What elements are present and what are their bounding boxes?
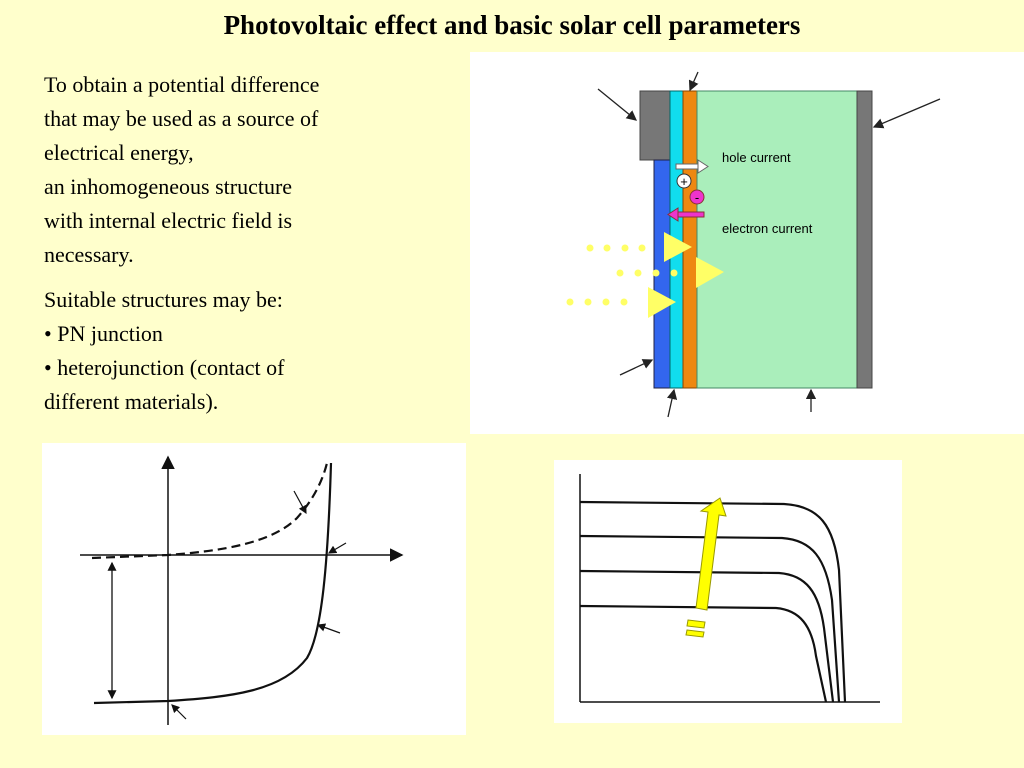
- hole-current-label: hole current: [722, 150, 791, 165]
- hole-carrier: [676, 173, 692, 189]
- pointer-arrow: [293, 490, 307, 515]
- bullet-item: • PN junction: [44, 321, 163, 346]
- pointer-arrow: [688, 71, 699, 92]
- solar-cell-diagram: hole current + - electron current: [470, 52, 1024, 434]
- text-line: Suitable structures may be:: [44, 287, 283, 312]
- pointer-arrow: [872, 98, 941, 129]
- page-title: Photovoltaic effect and basic solar cell…: [223, 10, 801, 40]
- body-text: To obtain a potential difference that ma…: [44, 68, 424, 419]
- pointer-arrow: [666, 388, 678, 418]
- dark-iv-curve: [91, 462, 329, 560]
- text-line: necessary.: [44, 242, 134, 267]
- top-contact: [639, 90, 671, 161]
- text-line: To obtain a potential difference: [44, 72, 320, 97]
- text-line: with internal electric field is: [44, 208, 293, 233]
- iv-curve-svg: [80, 455, 404, 725]
- pointer-arrow: [171, 704, 187, 720]
- pointer-arrow: [619, 359, 654, 376]
- bullet-item: • heterojunction (contact of: [44, 355, 285, 380]
- text-line: that may be used as a source of: [44, 106, 319, 131]
- hole-arrow-head: [697, 159, 709, 174]
- electron-current-label: electron current: [722, 221, 813, 236]
- illumination-curves-svg: [579, 474, 880, 703]
- text-line: different materials).: [44, 389, 219, 414]
- illuminated-iv-curve: [93, 462, 333, 705]
- p-layer: [696, 90, 858, 389]
- iv-curve-level-4: [579, 500, 847, 703]
- iv-curve-level-2: [579, 569, 835, 703]
- plus-sign: +: [680, 174, 688, 189]
- hole-arrow: [675, 163, 699, 170]
- back-contact: [856, 90, 873, 389]
- illumination-increase-arrow: [685, 497, 727, 638]
- pointer-arrow: [316, 623, 341, 634]
- pointer-arrow: [597, 88, 638, 121]
- pointer-arrow: [327, 542, 347, 554]
- text-line: electrical energy,: [44, 140, 194, 165]
- illumination-curves-diagram: [554, 460, 902, 723]
- text-line: an inhomogeneous structure: [44, 174, 293, 199]
- solar-cell-svg: hole current + - electron current: [566, 71, 941, 418]
- electron-arrow-head: [667, 207, 679, 222]
- iv-curve-level-1: [579, 604, 828, 703]
- minus-sign: -: [695, 190, 699, 205]
- depletion-layer: [682, 90, 698, 389]
- light-rays: [566, 232, 724, 318]
- iv-curve-level-3: [579, 534, 841, 703]
- electron-carrier: [689, 189, 705, 205]
- electron-arrow: [677, 211, 705, 218]
- iv-curve-diagram: [42, 443, 466, 735]
